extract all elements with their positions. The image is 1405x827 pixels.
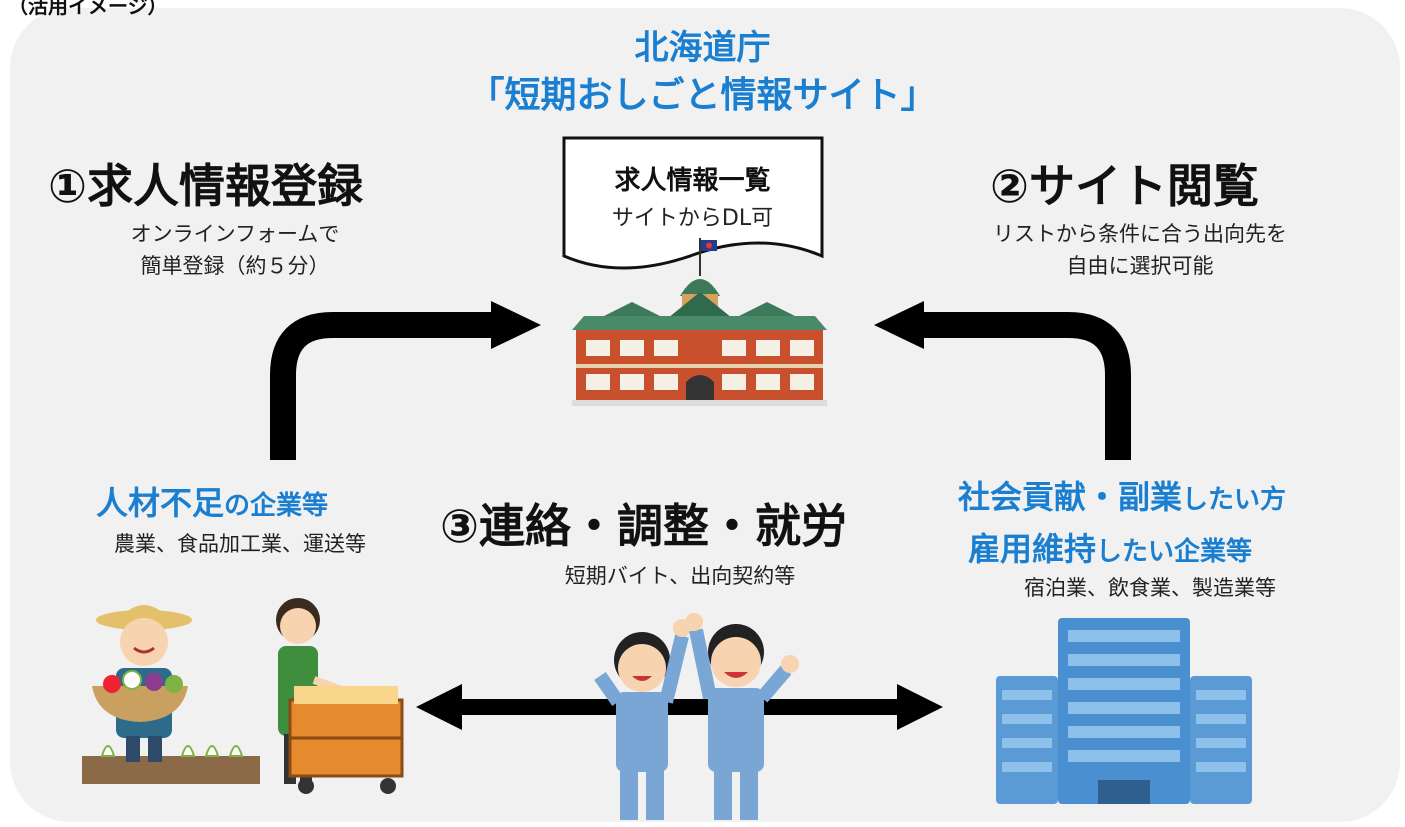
step2-desc-line2: 自由に選択可能	[1066, 254, 1214, 278]
right-party-line2-small: したい企業等	[1096, 537, 1253, 567]
step1-desc-line2: 簡単登録（約５分）	[140, 254, 330, 278]
hokkaido-government-building-icon	[572, 238, 827, 406]
right-party-line1: 社会貢献・副業したい方	[958, 472, 1286, 518]
step1-desc-line1: オンラインフォームで	[130, 222, 340, 246]
two-workers-cheering-icon	[594, 613, 799, 820]
left-party-title-small: の企業等	[224, 491, 329, 521]
list-card-heading: 求人情報一覧	[614, 166, 771, 196]
right-party-line1-big: 社会貢献・副業	[958, 478, 1183, 516]
left-party-title: 人材不足の企業等	[96, 478, 328, 524]
arrow-contact	[416, 684, 943, 730]
left-party-title-big: 人材不足	[96, 484, 225, 522]
office-building-icon	[996, 618, 1252, 804]
worker-with-cart-icon	[276, 598, 404, 794]
list-card-sub: サイトからDL可	[611, 206, 774, 231]
step3-heading: ③連絡・調整・就労	[440, 499, 847, 553]
step1-heading: ①求人情報登録	[48, 159, 363, 213]
job-list-document	[562, 136, 824, 270]
right-party-line1-small: したい方	[1182, 485, 1287, 515]
step3-desc: 短期バイト、出向契約等	[564, 564, 796, 588]
arrow-browse	[874, 301, 1131, 460]
left-party-desc: 農業、食品加工業、運送等	[114, 532, 366, 556]
farmer-icon	[82, 605, 260, 784]
title-line1: 北海道庁	[634, 28, 771, 68]
top-label: （活用イメージ）	[8, 0, 168, 18]
right-party-desc: 宿泊業、飲食業、製造業等	[1024, 576, 1276, 600]
right-party-line2: 雇用維持したい企業等	[968, 524, 1252, 570]
step2-heading: ②サイト閲覧	[990, 159, 1259, 213]
title-line2: 「短期おしごと情報サイト」	[468, 75, 937, 116]
step2-desc-line1: リストから条件に合う出向先を	[993, 222, 1287, 246]
right-party-line2-big: 雇用維持	[968, 530, 1097, 568]
arrow-register	[270, 301, 541, 460]
